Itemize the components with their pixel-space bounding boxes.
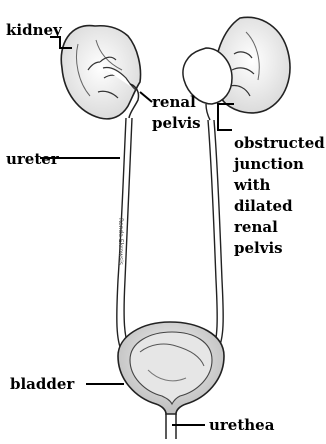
label-obstruction-line6: pelvis bbox=[234, 238, 325, 259]
label-renal-pelvis-line2: pelvis bbox=[152, 113, 201, 134]
label-urethra: urethea bbox=[209, 417, 274, 434]
label-obstruction-line3: with bbox=[234, 175, 325, 196]
renal-pelvis-leader bbox=[140, 92, 152, 102]
label-renal-pelvis: renal pelvis bbox=[152, 92, 201, 134]
label-obstruction-line2: junction bbox=[234, 154, 325, 175]
left-kidney bbox=[61, 26, 140, 119]
label-obstruction-line5: renal bbox=[234, 217, 325, 238]
label-bladder: bladder bbox=[10, 376, 74, 393]
label-obstructed-junction: obstructed junction with dilated renal p… bbox=[234, 133, 325, 259]
label-obstruction-line4: dilated bbox=[234, 196, 325, 217]
urethra bbox=[166, 414, 176, 439]
label-obstruction-line1: obstructed bbox=[234, 133, 325, 154]
bladder bbox=[118, 322, 224, 414]
artist-signature: Renda Ekrowsis bbox=[117, 218, 124, 265]
label-kidney: kidney bbox=[6, 22, 62, 39]
label-ureter: ureter bbox=[6, 151, 59, 168]
right-ureter bbox=[206, 104, 223, 352]
label-renal-pelvis-line1: renal bbox=[152, 92, 201, 113]
